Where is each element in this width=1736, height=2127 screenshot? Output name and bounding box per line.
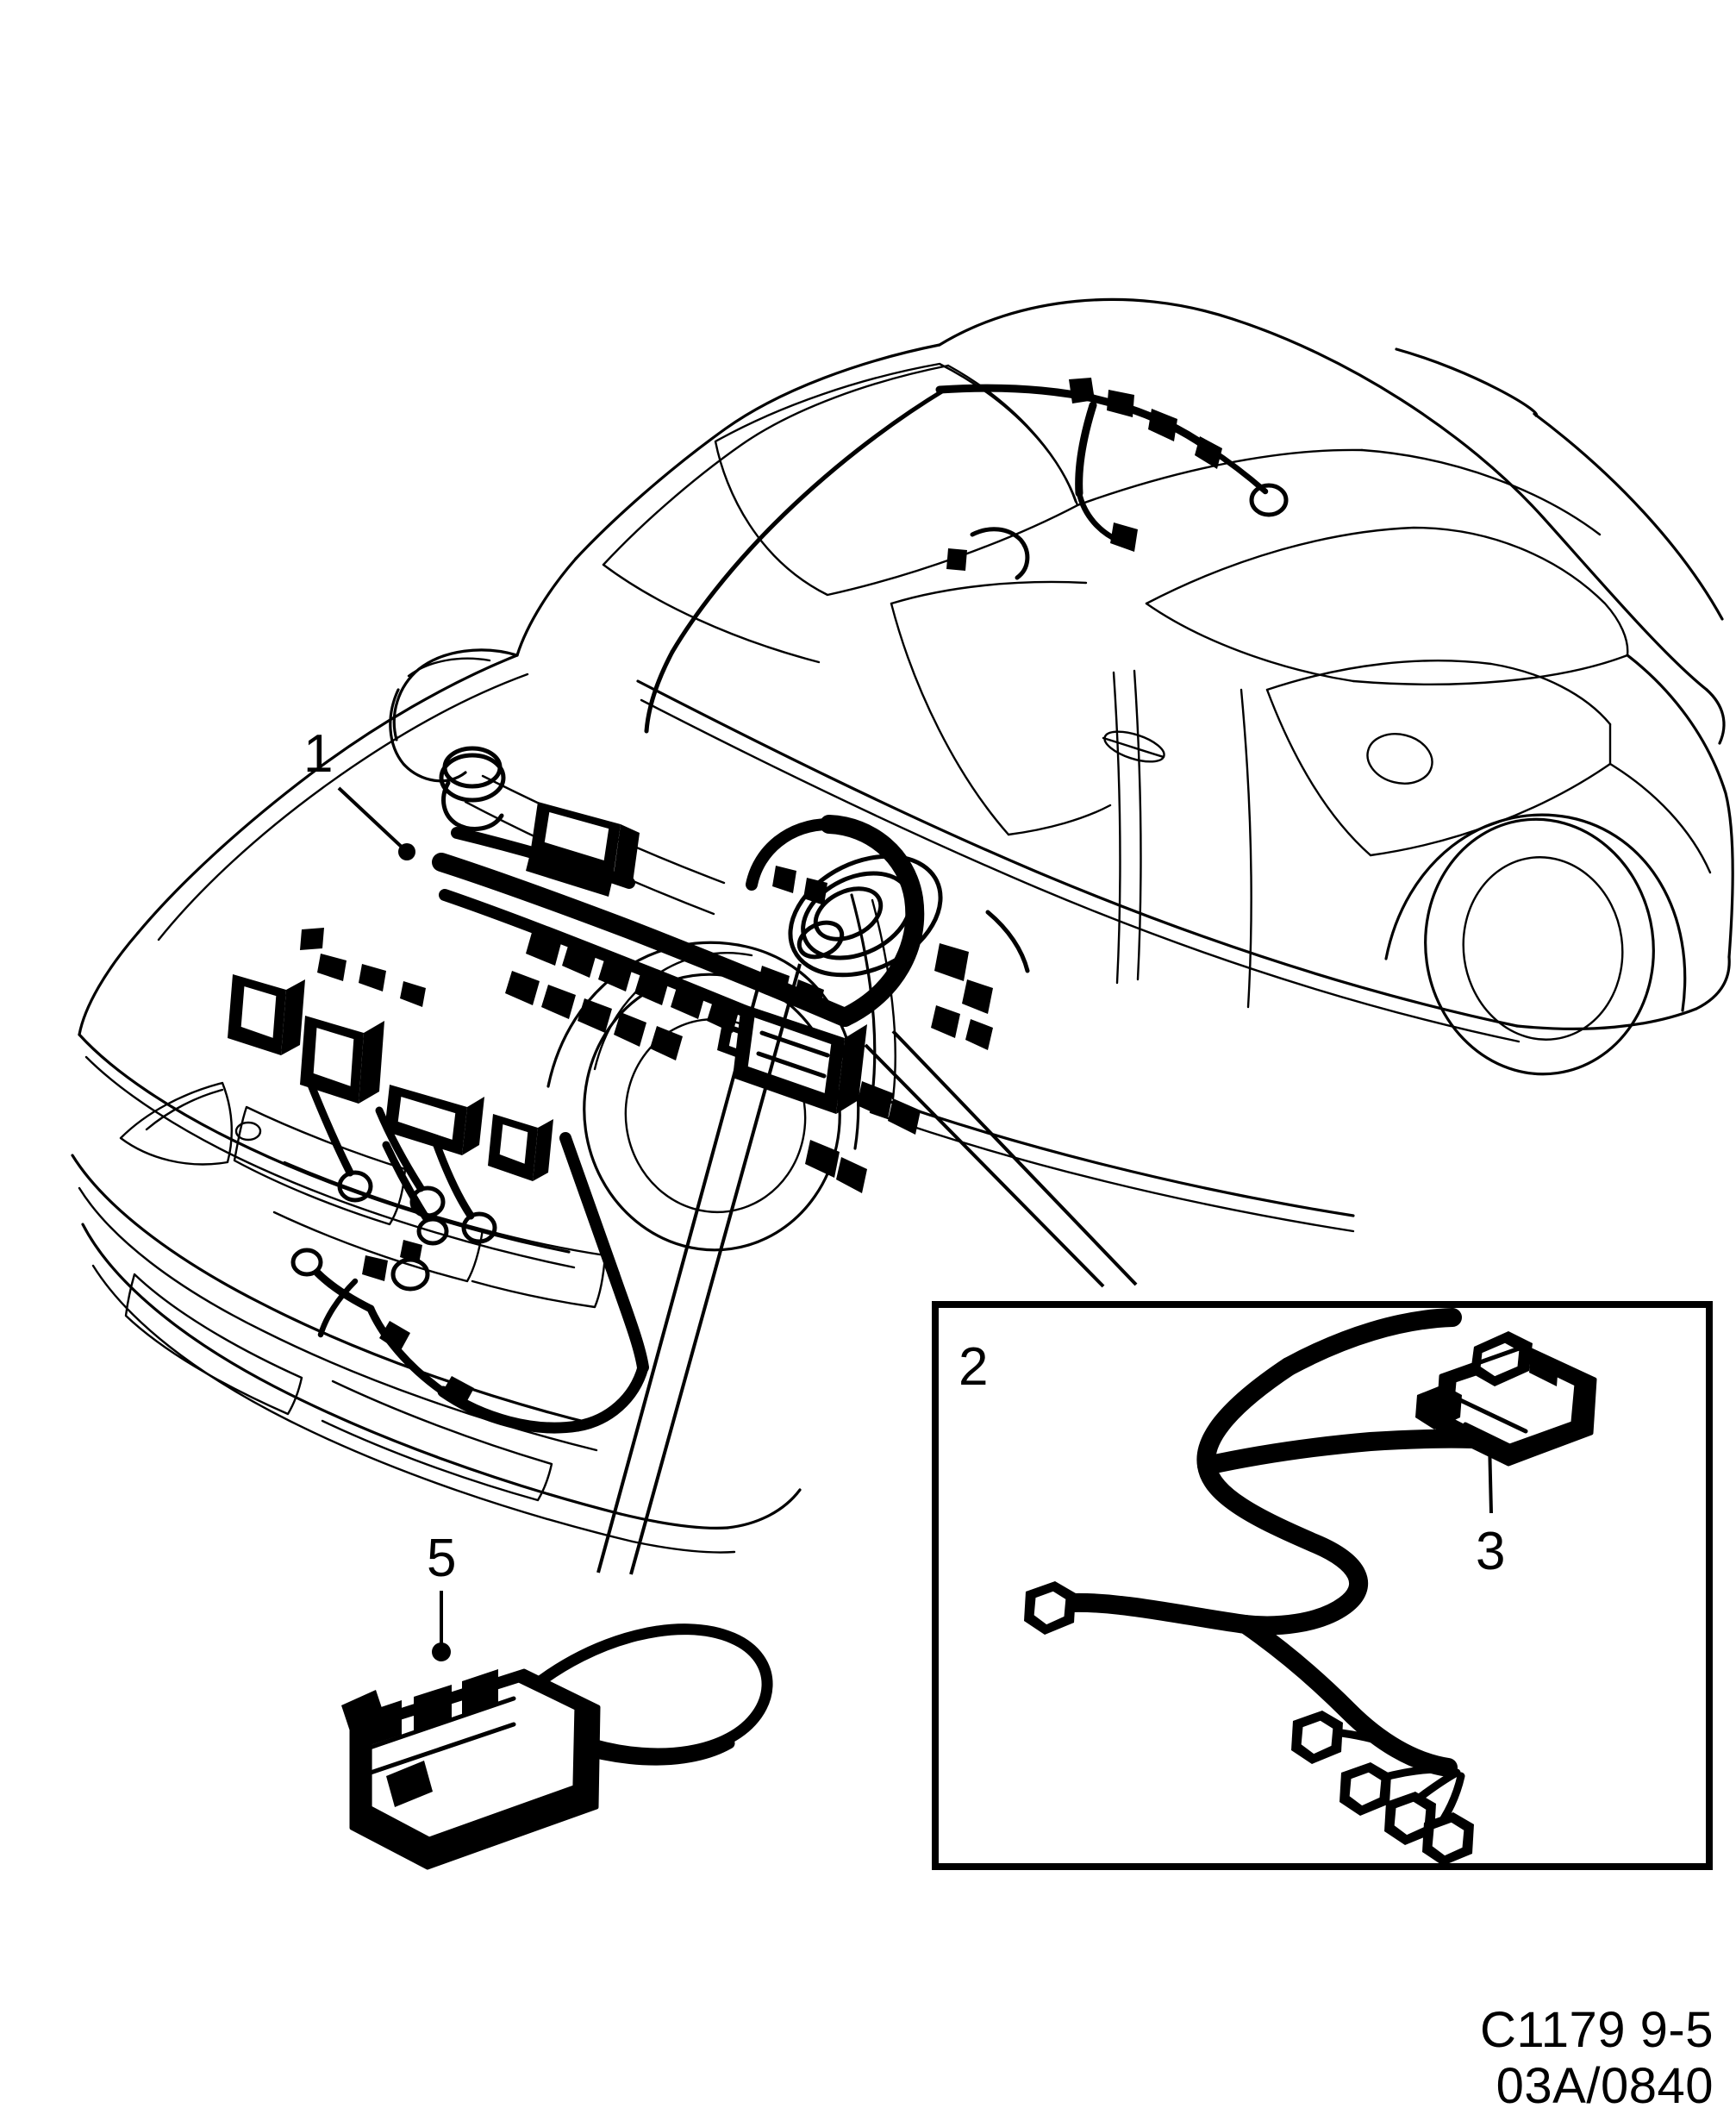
- callout-label-2: 2: [959, 1337, 988, 1397]
- leader-line-2a: [864, 1043, 1105, 1288]
- vehicle-outline: [71, 297, 1734, 1554]
- leader-line-2b: [891, 1029, 1138, 1286]
- main-wiring-harness: [228, 746, 1030, 1434]
- leader-line-5b: [629, 963, 802, 1575]
- leader-line-5a: [596, 972, 764, 1573]
- figure-reference-line-1: C1179 9-5: [1479, 2002, 1714, 2059]
- figure-reference-footer: C1179 9-5 03A/0840: [1479, 2002, 1714, 2115]
- callout-label-5: 5: [427, 1529, 456, 1588]
- roof-harness: [644, 378, 1289, 734]
- part-3-connector: [1415, 1331, 1597, 1467]
- leader-dot-5: [432, 1642, 451, 1661]
- leader-line-1: [337, 786, 409, 854]
- leader-lines: [337, 786, 1498, 1661]
- part-5-jumper-connector: [341, 1623, 773, 1870]
- harness-component-boxes: [228, 974, 553, 1181]
- figure-reference-line-2: 03A/0840: [1496, 2058, 1714, 2115]
- cowl-connector-row: [505, 929, 740, 1060]
- callout-label-3: 3: [1476, 1522, 1505, 1581]
- inset-detail-box: [932, 1301, 1713, 1870]
- callout-labels: 1 2 3 5: [303, 724, 1505, 1588]
- sub-harness-branch-connectors: [1291, 1711, 1474, 1866]
- leader-dot-1: [398, 843, 415, 860]
- callout-label-1: 1: [303, 724, 333, 784]
- inset-box-border: [932, 1301, 1713, 1870]
